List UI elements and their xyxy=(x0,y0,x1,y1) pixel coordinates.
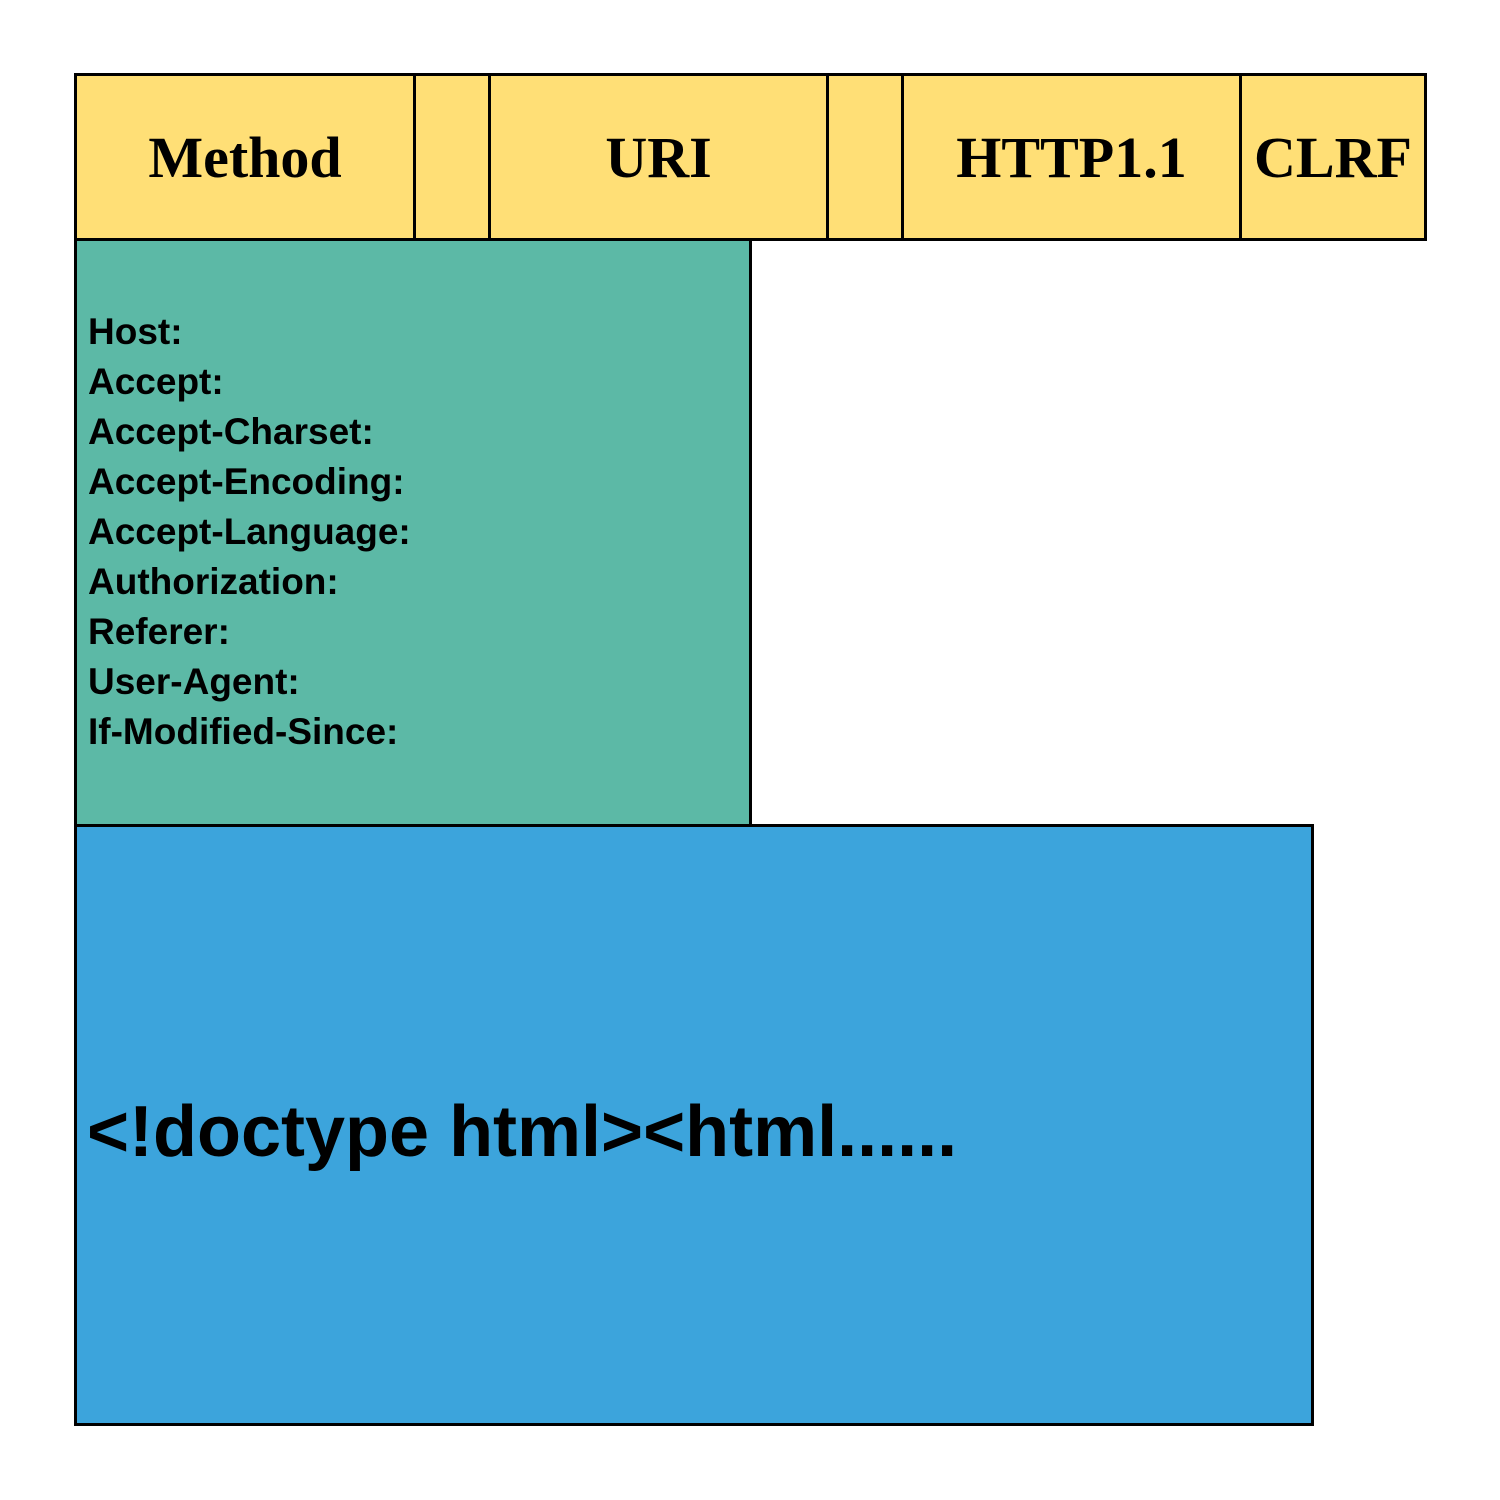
header-accept-charset: Accept-Charset: xyxy=(88,411,374,452)
header-user-agent: User-Agent: xyxy=(88,661,300,702)
header-authorization: Authorization: xyxy=(88,561,339,602)
request-line-uri: URI xyxy=(491,76,829,238)
header-accept-encoding: Accept-Encoding: xyxy=(88,461,405,502)
request-line-version: HTTP1.1 xyxy=(904,76,1242,238)
request-line-method: Method xyxy=(77,76,416,238)
header-referer: Referer: xyxy=(88,611,230,652)
header-host: Host: xyxy=(88,311,183,352)
header-if-modified-since: If-Modified-Since: xyxy=(88,711,399,752)
header-accept: Accept: xyxy=(88,361,224,402)
request-body: <!doctype html><html...... xyxy=(74,824,1314,1426)
request-headers: Host: Accept: Accept-Charset: Accept-Enc… xyxy=(74,238,752,827)
request-line-space-2 xyxy=(829,76,904,238)
header-accept-language: Accept-Language: xyxy=(88,511,411,552)
request-line-space-1 xyxy=(416,76,491,238)
request-line: Method URI HTTP1.1 CLRF xyxy=(74,73,1427,241)
request-body-content: <!doctype html><html...... xyxy=(87,1092,958,1172)
request-line-end: CLRF xyxy=(1254,124,1412,190)
